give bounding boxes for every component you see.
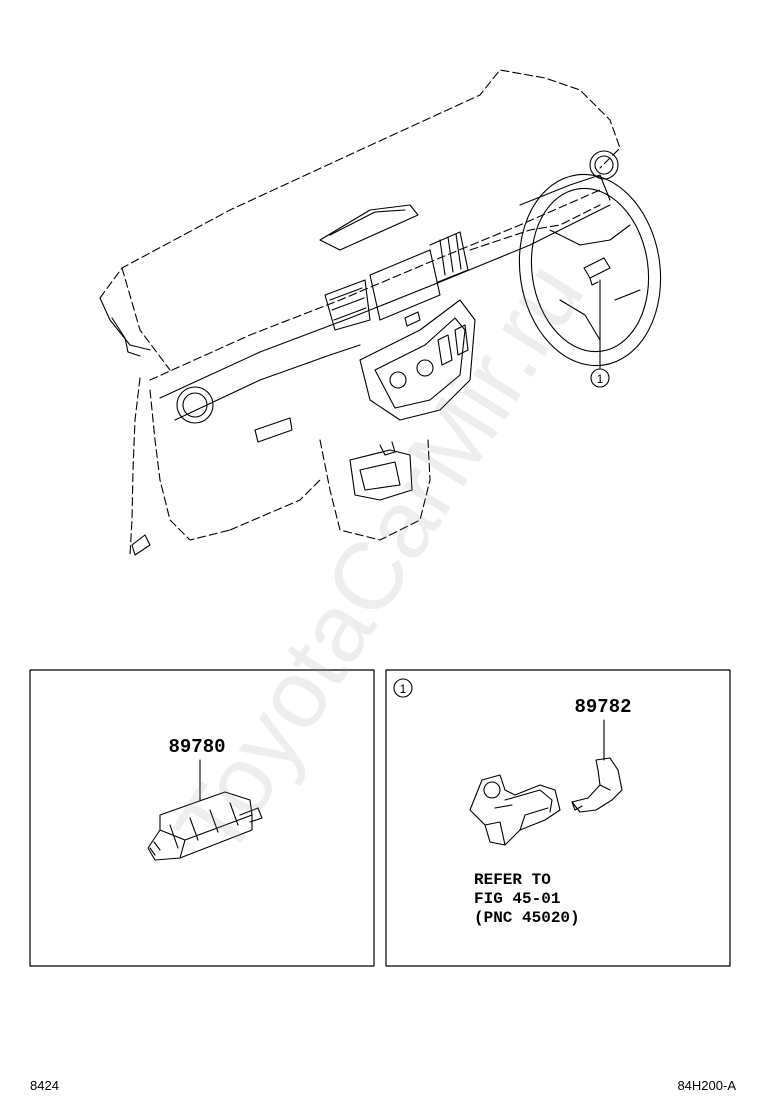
refer-note-line-1: REFER TO — [474, 871, 551, 889]
callout-1-box — [393, 678, 413, 698]
drawing-code: 84H200-A — [677, 1078, 736, 1093]
part-89782-illustration — [571, 719, 623, 813]
dashboard-illustration — [99, 69, 662, 556]
switch-assembly-illustration — [469, 774, 561, 846]
right-detail-box — [385, 669, 731, 967]
part-number-89782: 89782 — [574, 696, 631, 718]
page-number: 8424 — [30, 1078, 59, 1093]
callout-1-main — [590, 368, 610, 388]
left-detail-box — [29, 669, 375, 967]
part-number-89780: 89780 — [168, 736, 225, 758]
callout-1-main-label: 1 — [597, 372, 604, 386]
refer-note-line-3: (PNC 45020) — [474, 909, 580, 927]
module-89780-illustration — [147, 759, 263, 861]
callout-1-box-label: 1 — [400, 682, 407, 696]
refer-note-line-2: FIG 45-01 — [474, 890, 560, 908]
